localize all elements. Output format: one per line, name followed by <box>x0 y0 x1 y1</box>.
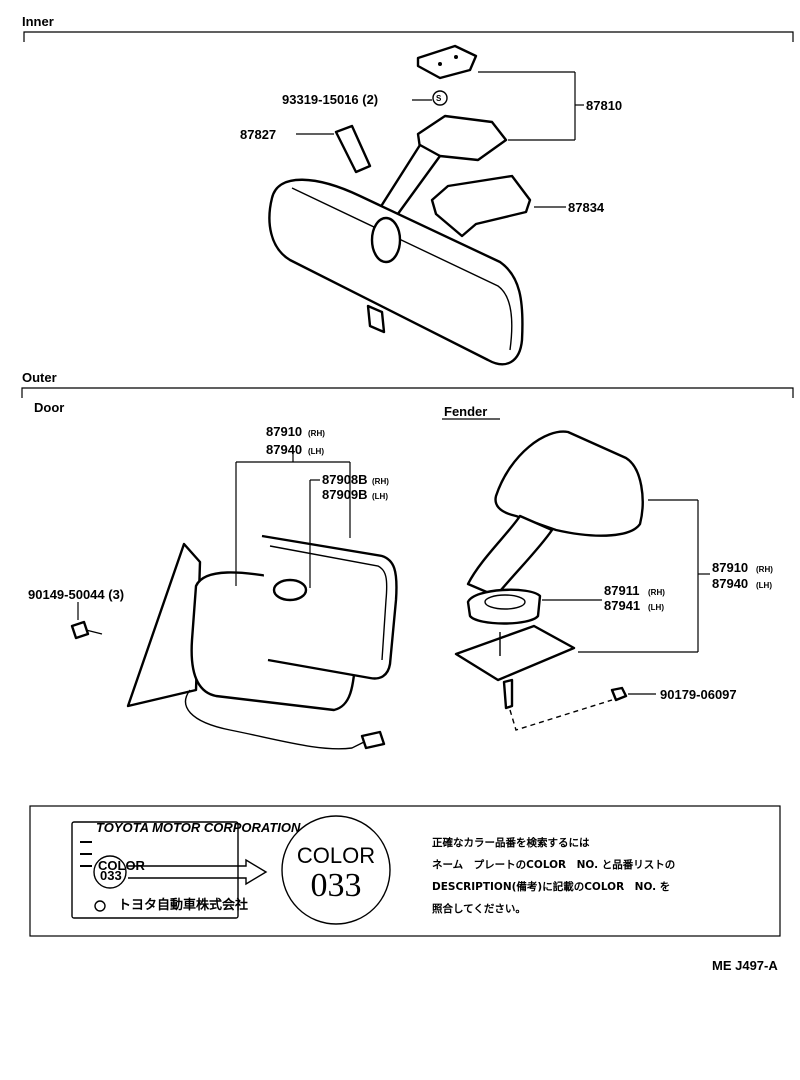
diagram-code: ME J497-A <box>712 958 778 973</box>
inner-mirror-body <box>268 178 524 366</box>
arrow-icon <box>128 858 268 886</box>
svg-text:(LH): (LH) <box>372 492 388 501</box>
wire-connector <box>360 730 386 750</box>
svg-text:033: 033 <box>100 868 122 883</box>
fender-mirror-stay <box>466 514 554 598</box>
section-outer-bracket <box>21 387 794 398</box>
fender-mirror-head <box>494 430 644 537</box>
label-screw-inner: 93319-15016 (2) <box>282 92 378 107</box>
fender-base-plate <box>454 624 576 682</box>
label-gasket-lh: 87909B <box>322 487 368 502</box>
screw-symbol <box>432 90 448 106</box>
note-line-3: DESCRIPTION(備考)に記載のCOLOR NO. を <box>432 880 670 893</box>
fender-bolt <box>502 678 514 710</box>
bracket-cover <box>430 174 532 238</box>
label-door-mirror-rh: 87910 <box>266 424 302 439</box>
label-door-mirror-lh: 87940 <box>266 442 302 457</box>
door-screw-icon <box>70 620 90 640</box>
svg-text:TOYOTA MOTOR CORPORATION: TOYOTA MOTOR CORPORATION <box>96 820 301 835</box>
big-color-label: COLOR <box>297 843 375 868</box>
label-stay: 87810 <box>586 98 622 113</box>
svg-text:トヨタ自動車株式会社: トヨタ自動車株式会社 <box>118 897 248 912</box>
svg-text:(RH): (RH) <box>308 429 325 438</box>
label-door-screw: 90149-50044 (3) <box>28 587 124 602</box>
door-mirror-assembly <box>70 534 398 750</box>
door-mirror-wire <box>184 689 365 750</box>
fender-mirror-assembly <box>454 430 644 731</box>
stay-cover <box>334 124 372 174</box>
label-fender-base-rh: 87911 <box>604 583 639 598</box>
svg-text:(LH): (LH) <box>648 603 664 612</box>
label-fender-mirror-rh: 87910 <box>712 560 748 575</box>
fender-nut-icon <box>610 686 628 702</box>
section-outer-label: Outer <box>22 370 57 385</box>
section-inner-label: Inner <box>22 14 54 29</box>
svg-text:S: S <box>436 94 442 103</box>
svg-text:(LH): (LH) <box>756 581 772 590</box>
name-plate: TOYOTA MOTOR CORPORATION COLOR 033 トヨタ自動… <box>71 820 301 919</box>
big-color-code: 033 <box>311 867 362 904</box>
svg-text:(RH): (RH) <box>372 477 389 486</box>
label-gasket-rh: 87908B <box>322 472 368 487</box>
svg-text:(RH): (RH) <box>648 588 665 597</box>
label-bracket-cover: 87834 <box>568 200 605 215</box>
plate-color-circle <box>93 855 127 889</box>
color-circle <box>281 815 391 925</box>
label-fender-mirror-lh: 87940 <box>712 576 748 591</box>
mirror-motor <box>272 578 308 602</box>
label-fender-nut: 90179-06097 <box>660 687 737 702</box>
label-fender-base-lh: 87941 <box>604 598 640 613</box>
note-line-1: 正確なカラー品番を検索するには <box>432 836 590 849</box>
svg-text:(LH): (LH) <box>308 447 324 456</box>
note-line-2: ネーム プレートのCOLOR NO. と品番リストの <box>432 858 675 871</box>
door-mirror-gasket <box>261 534 398 680</box>
label-cover: 87827 <box>240 127 276 142</box>
section-fender-label: Fender <box>444 404 487 419</box>
mirror-tab <box>366 304 386 334</box>
mirror-pivot <box>370 216 402 264</box>
section-door-label: Door <box>34 400 64 415</box>
inner-mirror-assembly: S <box>268 44 532 366</box>
color-note-box <box>29 805 781 937</box>
note-line-4: 照合してください。 <box>432 902 526 915</box>
svg-text:(RH): (RH) <box>756 565 773 574</box>
mount-plate <box>416 44 478 80</box>
svg-text:COLOR: COLOR <box>98 858 146 873</box>
section-inner-bracket <box>23 31 794 42</box>
door-mirror-base <box>126 542 202 708</box>
